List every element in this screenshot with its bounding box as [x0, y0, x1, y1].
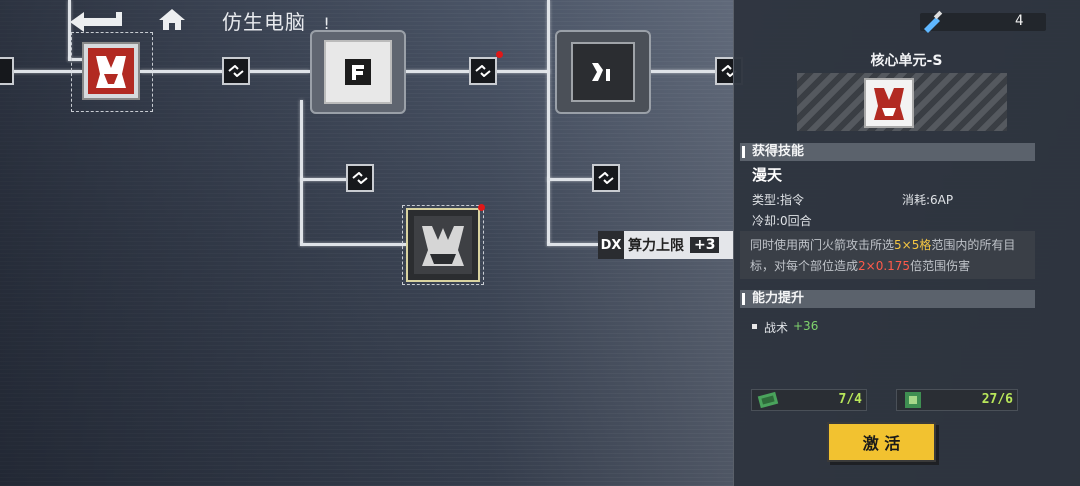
- skill-type: 类型:指令: [752, 193, 805, 207]
- link-icon: [598, 172, 614, 184]
- alert-dot: [478, 204, 485, 211]
- link-icon: [228, 65, 244, 77]
- unit-icon: [864, 78, 914, 128]
- selection-frame: [71, 32, 153, 112]
- material-count: 27/6: [981, 392, 1013, 407]
- compute-limit-node[interactable]: DX 算力上限 +3: [598, 231, 734, 259]
- material-count: 7/4: [838, 392, 862, 407]
- desc-highlight: 2×0.175: [858, 259, 911, 273]
- activate-button[interactable]: 激 活: [827, 422, 936, 462]
- material-slot[interactable]: 27/6: [896, 389, 1018, 411]
- connector-line: [300, 243, 406, 246]
- skill-name: 漫天: [752, 166, 783, 184]
- skill-cooldown: 冷却:0回合: [752, 214, 812, 228]
- link-node[interactable]: [592, 164, 620, 192]
- connector-line: [0, 70, 82, 73]
- stat-bullet: [752, 324, 757, 329]
- connector-line: [547, 178, 593, 181]
- link-node[interactable]: [222, 57, 250, 85]
- title-mark: !: [323, 14, 331, 33]
- back-button[interactable]: [66, 8, 126, 32]
- stat-value: +36: [793, 319, 819, 333]
- chip-f-icon: [345, 59, 371, 85]
- home-button[interactable]: [158, 7, 186, 31]
- unit-name: 核心单元-S: [870, 53, 943, 69]
- page-title: 仿生电脑 !: [222, 6, 331, 35]
- desc-highlight: 5×5格: [894, 238, 932, 252]
- back-arrow-icon: [70, 12, 122, 32]
- page-title-text: 仿生电脑: [222, 10, 306, 34]
- desc-text: 倍范围伤害: [910, 259, 971, 273]
- skill-description: 同时使用两门火箭攻击所选5×5格范围内的所有目标，对每个部位造成2×0.175倍…: [740, 231, 1035, 279]
- home-icon: [159, 9, 185, 30]
- stat-name: 战术: [764, 321, 789, 335]
- desc-text: 同时使用两门火箭攻击所选: [750, 238, 895, 252]
- connector-line: [300, 100, 303, 245]
- core-unit-node[interactable]: [82, 42, 140, 100]
- link-node[interactable]: [346, 164, 374, 192]
- connector-line: [547, 243, 599, 246]
- link-node[interactable]: [469, 57, 497, 85]
- core-unit-icon: [88, 48, 134, 94]
- connector-line: [68, 58, 84, 61]
- connector-line: [547, 0, 550, 245]
- skill-section-header: 获得技能: [740, 143, 1035, 161]
- resource-bar: [920, 13, 1046, 31]
- ability-section-header: 能力提升: [740, 290, 1035, 308]
- link-node[interactable]: [0, 57, 14, 85]
- chip-f-frame: [324, 40, 392, 104]
- green-gear-icon: [905, 392, 921, 408]
- material-slot[interactable]: 7/4: [751, 389, 867, 411]
- chip-x-node[interactable]: [555, 30, 651, 114]
- module-node[interactable]: [406, 208, 480, 282]
- compute-label: 算力上限: [628, 238, 684, 254]
- module-icon: [414, 216, 472, 274]
- desc-text: 范围内的所有目标，对每个部位造成: [750, 238, 1016, 273]
- green-chip-icon: [757, 391, 779, 409]
- connector-line: [640, 70, 720, 73]
- link-icon: [475, 65, 491, 77]
- chip-x-icon: [592, 63, 610, 81]
- compute-tag: DX: [598, 231, 624, 259]
- connector-line: [68, 0, 71, 60]
- syringe-icon: [920, 9, 944, 33]
- resource-count: 4: [1015, 13, 1024, 29]
- skill-cost: 消耗:6AP: [902, 193, 954, 207]
- chip-x-frame: [571, 42, 635, 102]
- chip-f-node[interactable]: [310, 30, 406, 114]
- connector-line: [300, 178, 348, 181]
- selection-frame: [402, 205, 484, 285]
- alert-dot: [496, 51, 503, 58]
- link-icon: [352, 172, 368, 184]
- compute-plus: +3: [690, 237, 720, 253]
